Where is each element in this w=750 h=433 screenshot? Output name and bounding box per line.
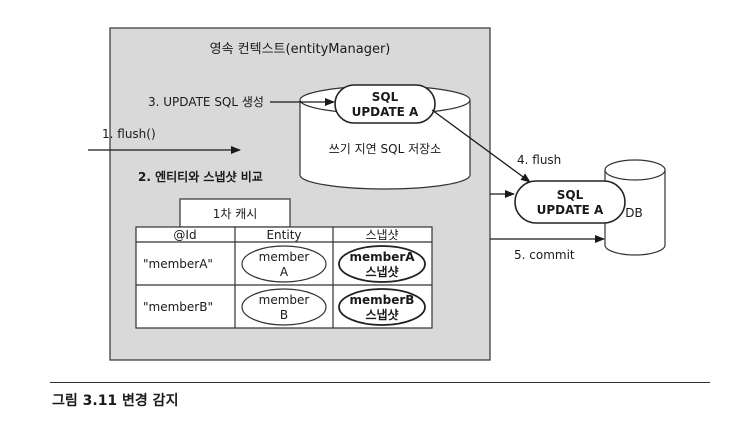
persistence-context-title: 영속 컨텍스트(entityManager) (210, 42, 391, 57)
snapshot-b-line1: memberB (350, 293, 415, 307)
caption-rule (50, 382, 710, 383)
store-sql-line1: SQL (372, 90, 399, 104)
snapshot-b-ellipse (338, 288, 426, 326)
cache-row-a-id: "memberA" (143, 257, 213, 271)
arrow-flush-to-db (431, 109, 531, 183)
snapshot-a-ellipse (338, 245, 426, 283)
step-flush-call-label: 1. flush() (102, 127, 156, 141)
step-compare-label: 2. 엔티티와 스냅샷 비교 (138, 169, 263, 184)
snapshot-a-line2: 스냅샷 (365, 264, 398, 279)
step-flush-label: 4. flush (517, 153, 561, 167)
figure-caption: 그림 3.11 변경 감지 (52, 393, 179, 409)
entity-b-ellipse (241, 288, 327, 326)
cache-header-id: @Id (173, 228, 196, 242)
write-behind-sql-store: SQL UPDATE A 쓰기 지연 SQL 저장소 (299, 84, 471, 190)
cache-title: 1차 캐시 (213, 207, 258, 221)
entity-a-line1: member (259, 250, 310, 264)
db-sql-line1: SQL (557, 188, 584, 202)
db-label: DB (625, 206, 642, 220)
db-sql-pill (514, 180, 626, 224)
snapshot-b-line2: 스냅샷 (365, 307, 398, 322)
first-level-cache-table: @Id Entity 스냅샷 "memberA" member A member… (135, 226, 433, 329)
cache-header-entity: Entity (266, 228, 301, 242)
entity-b-line2: B (280, 308, 288, 322)
step-update-sql-label: 3. UPDATE SQL 생성 (148, 95, 264, 109)
cache-row-b-id: "memberB" (143, 300, 213, 314)
entity-b-line1: member (259, 293, 310, 307)
entity-a-line2: A (280, 265, 289, 279)
store-label: 쓰기 지연 SQL 저장소 (329, 142, 441, 156)
db-sql-line2: UPDATE A (537, 203, 604, 217)
store-sql-line2: UPDATE A (352, 105, 419, 119)
entity-a-ellipse (241, 245, 327, 283)
cache-title-tab (179, 198, 291, 228)
snapshot-a-line1: memberA (349, 250, 415, 264)
cache-header-snapshot: 스냅샷 (365, 228, 398, 242)
step-commit-label: 5. commit (514, 248, 575, 262)
store-sql-pill (334, 84, 436, 124)
